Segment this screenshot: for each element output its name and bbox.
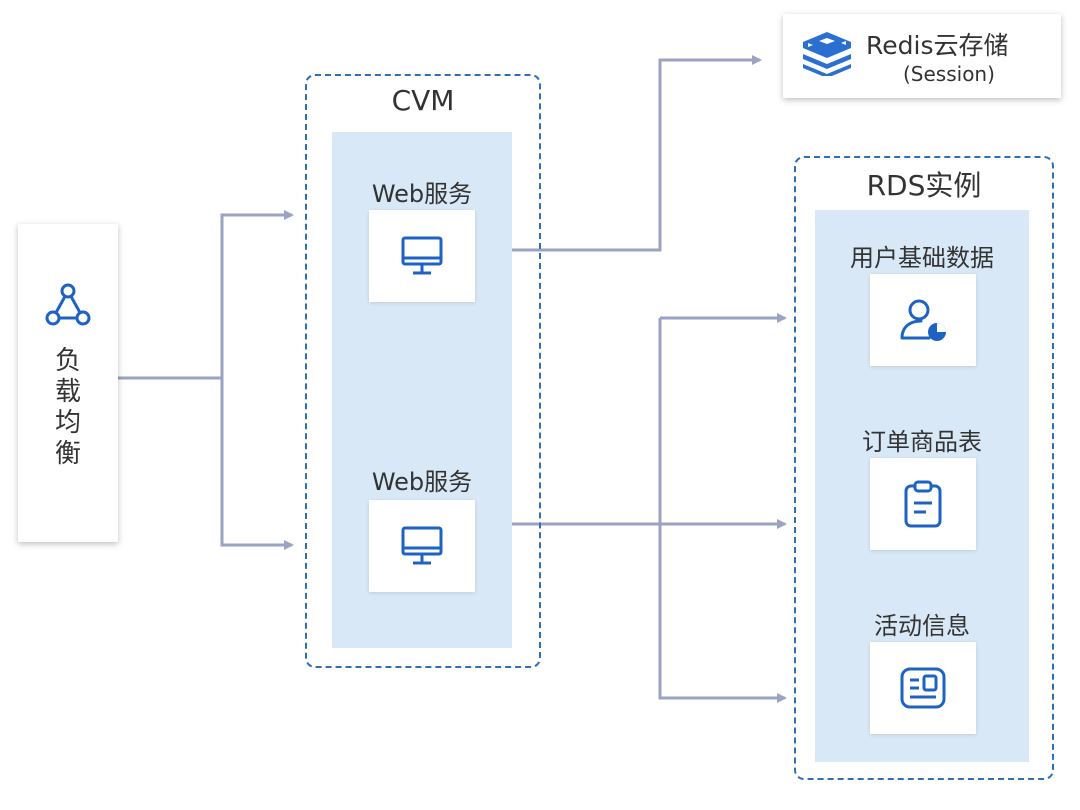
load-balancer-label: 负 载 均 衡 <box>18 346 118 470</box>
rds-item-order-table <box>870 458 976 550</box>
redis-stack-icon <box>803 32 851 76</box>
lb-char: 负 <box>54 346 81 376</box>
lb-char: 载 <box>54 377 81 407</box>
rds-item-label: 活动信息 <box>874 612 970 640</box>
lb-to-web1-arrow <box>220 210 294 378</box>
web-service-node <box>369 500 475 592</box>
info-card-icon <box>900 667 946 709</box>
rds-title: RDS实例 <box>866 169 982 202</box>
user-chart-icon <box>900 299 946 341</box>
rds-item-activity-info <box>870 642 976 734</box>
cvm-group <box>305 74 541 668</box>
monitor-icon <box>401 236 443 275</box>
cvm-title: CVM <box>391 84 455 117</box>
rds-item-label: 用户基础数据 <box>850 244 994 272</box>
lb-char: 衡 <box>54 439 81 469</box>
rds-group <box>794 156 1054 780</box>
rds-item3-arrow <box>658 318 787 703</box>
web-service-label: Web服务 <box>371 180 473 208</box>
web1-to-redis-arrow <box>512 55 762 252</box>
redis-node: Redis云存储 (Session) <box>783 14 1061 98</box>
redis-subtitle: (Session) <box>903 62 995 86</box>
redis-title: Redis云存储 <box>866 31 1009 60</box>
rds-item-user-data <box>870 274 976 366</box>
web-service-label: Web服务 <box>371 468 473 496</box>
rds-item-label: 订单商品表 <box>862 428 982 456</box>
triangle-nodes-icon <box>45 283 91 326</box>
lb-char: 均 <box>54 408 81 438</box>
clipboard-icon <box>904 480 942 528</box>
web-service-node <box>369 210 475 302</box>
lb-to-web2-arrow <box>220 378 294 550</box>
monitor-icon <box>401 526 443 565</box>
load-balancer-node: 负 载 均 衡 <box>18 224 118 542</box>
